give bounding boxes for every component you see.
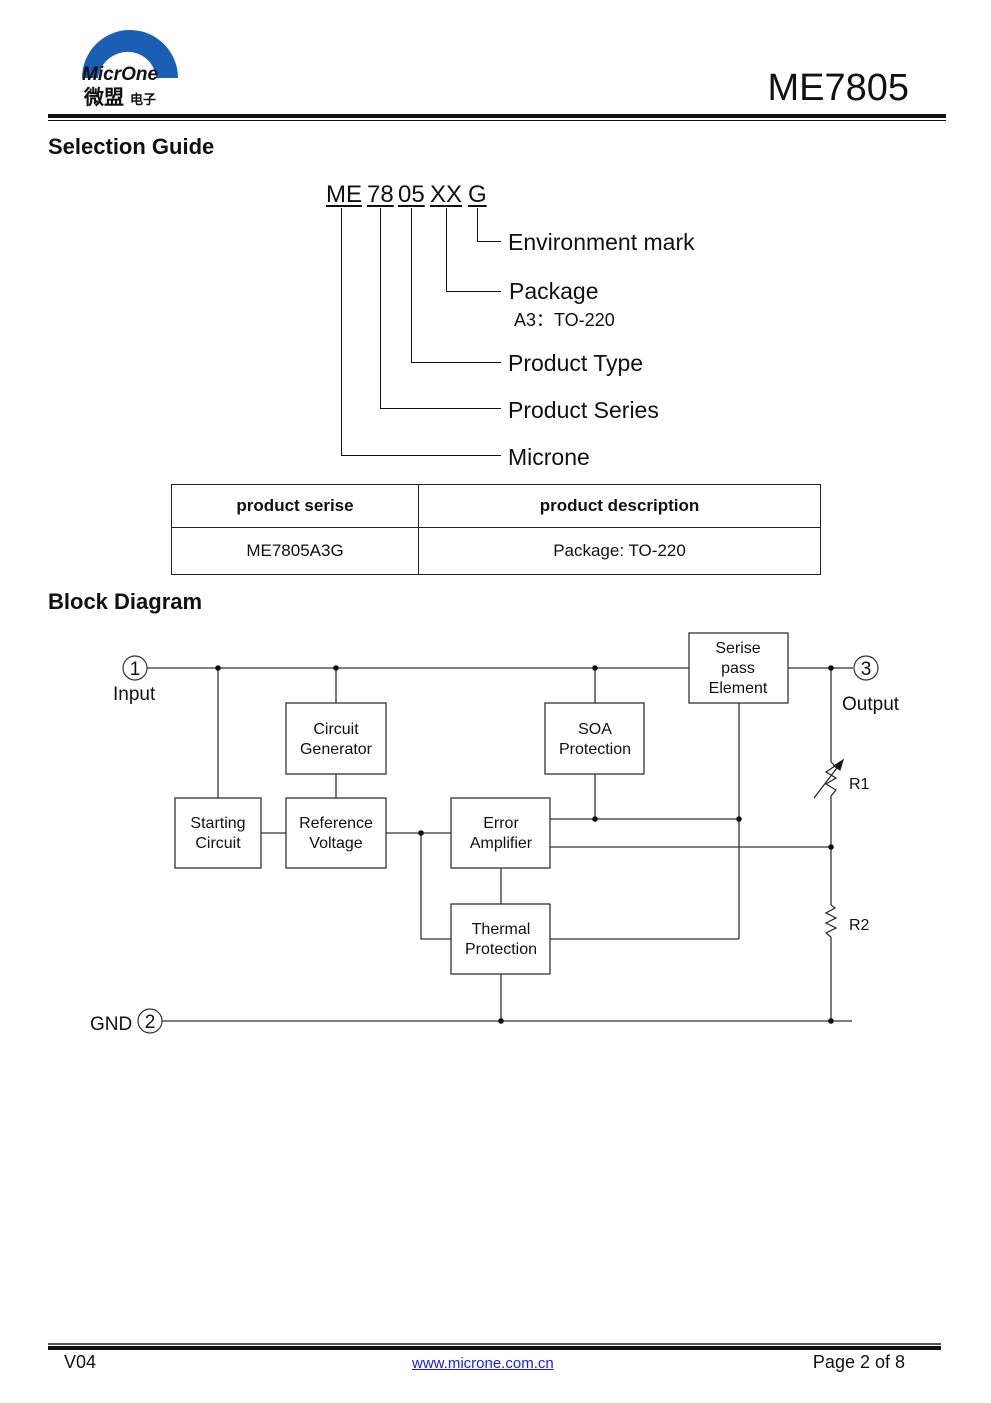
footer-page-number: Page 2 of 8: [812, 1352, 905, 1372]
r2-label: R2: [849, 917, 870, 934]
document-title: ME7805: [767, 67, 909, 109]
block-diagram: R1 R2 1 Input 2 GND 3 Output Serise pass…: [90, 632, 900, 1035]
block-label-line: Starting: [190, 815, 245, 832]
junction-dot: [333, 665, 339, 671]
connector-type-h: [411, 362, 501, 363]
table-cell-description: Package: TO-220: [418, 527, 821, 575]
block-soa-protection: [544, 702, 645, 775]
r1-label: R1: [849, 776, 870, 793]
connector-series-h: [380, 408, 501, 409]
table-header-series: product serise: [171, 484, 419, 528]
block-label-line: SOA: [578, 721, 612, 738]
pin-number: 2: [145, 1012, 156, 1033]
connector-microne-h: [341, 455, 501, 456]
pin-circle-icon: [853, 655, 879, 681]
block-label-line: Amplifier: [470, 835, 533, 852]
block-label-line: Error: [483, 815, 519, 832]
table-row: ME7805A3G Package: TO-220: [171, 527, 821, 575]
block-label-line: Serise: [715, 640, 760, 657]
pin-number: 3: [861, 659, 872, 680]
r1-variable-resistor-icon: [813, 758, 845, 799]
junction-dot: [828, 665, 834, 671]
connector-env-h: [477, 241, 501, 242]
junctions: [215, 665, 834, 1024]
label-product-type: Product Type: [508, 350, 644, 376]
table-header-description: product description: [418, 484, 821, 528]
junction-dot: [828, 844, 834, 850]
code-part-type: 05: [398, 181, 425, 208]
block-label-line: Generator: [300, 741, 373, 758]
code-part-package: XX: [430, 181, 463, 208]
microne-logo: MicrOne 微盟 电子: [78, 20, 182, 110]
connector-env-v: [477, 208, 478, 242]
junction-dot: [498, 1018, 504, 1024]
block-label-line: pass: [721, 660, 755, 677]
header-rule-thin: [48, 120, 946, 121]
logo-graphic: MicrOne 微盟 电子: [82, 30, 178, 109]
block-error-amplifier: [450, 797, 551, 869]
wire-ref-thermal: [420, 833, 451, 940]
block-diagram-title: Block Diagram: [48, 589, 203, 614]
block-boxes: [174, 632, 789, 975]
pin-label: Input: [113, 684, 156, 705]
pin-circle-icon: [137, 1008, 163, 1034]
junction-dot: [592, 816, 598, 822]
connector-pkg-v: [446, 208, 447, 292]
block-reference-voltage: [285, 797, 387, 869]
pin-number: 1: [130, 659, 141, 680]
block-label-line: Circuit: [313, 721, 359, 738]
label-microne: Microne: [508, 444, 590, 470]
footer-rule-thin: [48, 1343, 941, 1345]
label-package: Package: [509, 278, 599, 304]
pin-input: 1 Input: [113, 655, 156, 705]
code-part-me: ME: [326, 181, 362, 208]
connector-pkg-h: [446, 291, 501, 292]
junction-dot: [592, 665, 598, 671]
table-header-row: product serise product description: [171, 484, 821, 528]
logo-text-latin: MicrOne: [82, 64, 158, 85]
block-thermal-protection: [450, 903, 551, 975]
table-cell-series: ME7805A3G: [171, 527, 419, 575]
logo-text-cn-sub: 电子: [130, 92, 156, 107]
label-package-sub: A3：TO-220: [514, 310, 615, 330]
code-part-env: G: [468, 181, 487, 208]
block-label-line: Protection: [465, 941, 537, 958]
block-label-line: Protection: [559, 741, 631, 758]
block-starting-circuit: [174, 797, 262, 869]
pin-circle-icon: [122, 655, 148, 681]
block-label-line: Reference: [299, 815, 373, 832]
connector-microne-v: [341, 208, 342, 456]
pin-output: 3 Output: [842, 655, 900, 715]
label-product-series: Product Series: [508, 397, 659, 423]
block-label-line: Element: [709, 680, 768, 697]
header-rule: [48, 114, 946, 118]
connector-series-v: [380, 208, 381, 409]
r2-resistor-icon: [824, 904, 838, 938]
logo-text-cn-main: 微盟: [83, 85, 124, 109]
pin-label: GND: [90, 1014, 132, 1035]
pin-label: Output: [842, 694, 900, 715]
block-circuit-generator: [285, 702, 387, 775]
junction-dot: [215, 665, 221, 671]
selection-table: product serise product description ME780…: [171, 484, 821, 575]
footer-rule: [48, 1346, 941, 1350]
footer-website-link[interactable]: www.microne.com.cn: [412, 1355, 554, 1372]
pin-gnd: 2 GND: [90, 1008, 163, 1035]
block-label-line: Voltage: [309, 835, 362, 852]
block-labels: Serise pass Element Circuit Generator SO…: [190, 640, 767, 958]
code-part-series: 78: [367, 181, 394, 208]
block-label-line: Thermal: [472, 921, 531, 938]
junction-dot: [828, 1018, 834, 1024]
logo-arc-icon: [82, 30, 178, 78]
label-environment-mark: Environment mark: [508, 229, 695, 255]
junction-dot: [418, 830, 424, 836]
footer-version: V04: [64, 1352, 97, 1372]
junction-dot: [736, 816, 742, 822]
selection-guide-title: Selection Guide: [48, 134, 215, 159]
connector-type-v: [411, 208, 412, 363]
block-serise-pass-element: [688, 632, 789, 704]
block-label-line: Circuit: [195, 835, 241, 852]
wires: [147, 667, 853, 1022]
